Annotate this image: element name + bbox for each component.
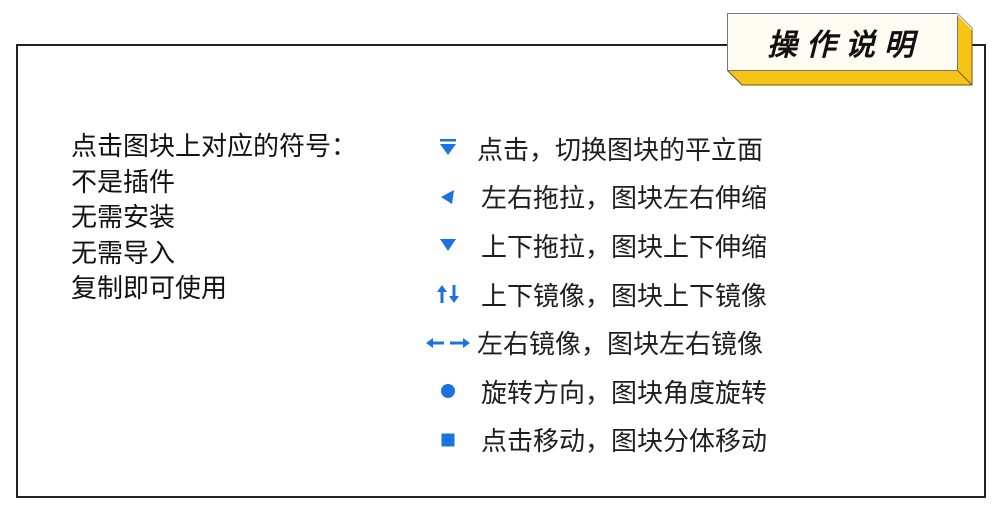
intro-line: 不是插件 <box>71 167 176 198</box>
instruction-label: 上下拖拉，图块上下伸缩 <box>481 232 768 263</box>
badge-3d-shape <box>727 13 973 86</box>
triangle-left-icon <box>424 182 472 212</box>
triangle-down-with-bar-icon <box>424 133 472 163</box>
instruction-item-mirror-horizontal: 左右镜像，图块左右镜像 <box>424 318 767 367</box>
instruction-label: 左右镜像，图块左右镜像 <box>477 330 764 361</box>
frame-top-right-border <box>972 44 986 46</box>
title-badge: 操作说明 <box>727 13 973 86</box>
instruction-list: 点击，切换图块的平立面 左右拖拉，图块左右伸缩 上下拖拉，图块上下伸缩 上下镜像… <box>424 124 767 464</box>
instruction-label: 旋转方向，图块角度旋转 <box>481 378 768 409</box>
triangle-down-icon <box>424 230 472 260</box>
instruction-item-move: 点击移动，图块分体移动 <box>424 416 767 465</box>
instruction-item-stretch-horizontal: 左右拖拉，图块左右伸缩 <box>424 173 767 222</box>
frame-top-left-border <box>16 44 728 46</box>
square-icon <box>424 425 472 455</box>
intro-line: 无需安装 <box>71 203 176 233</box>
instruction-item-rotate: 旋转方向，图块角度旋转 <box>424 367 767 416</box>
instruction-label: 左右拖拉，图块左右伸缩 <box>481 184 768 215</box>
up-down-arrows-icon <box>424 279 472 309</box>
instruction-item-toggle-view: 点击，切换图块的平立面 <box>424 124 767 173</box>
instruction-item-stretch-vertical: 上下拖拉，图块上下伸缩 <box>424 221 767 270</box>
intro-line: 复制即可使用 <box>71 274 228 304</box>
instruction-label: 点击，切换图块的平立面 <box>477 135 764 166</box>
circle-icon <box>424 376 472 406</box>
frame-bottom-border <box>16 496 986 498</box>
left-right-arrows-icon <box>424 328 472 358</box>
intro-line: 点击图块上对应的符号： <box>71 132 358 162</box>
page-title: 操作说明 <box>767 27 923 63</box>
frame-left-border <box>16 44 18 498</box>
intro-text: 点击图块上对应的符号： 不是插件 无需安装 无需导入 复制即可使用 <box>71 130 357 308</box>
instruction-item-mirror-vertical: 上下镜像，图块上下镜像 <box>424 270 767 319</box>
instruction-label: 上下镜像，图块上下镜像 <box>481 281 768 312</box>
intro-line: 无需导入 <box>71 238 176 269</box>
instruction-label: 点击移动，图块分体移动 <box>481 427 768 458</box>
frame-right-border <box>984 44 986 498</box>
